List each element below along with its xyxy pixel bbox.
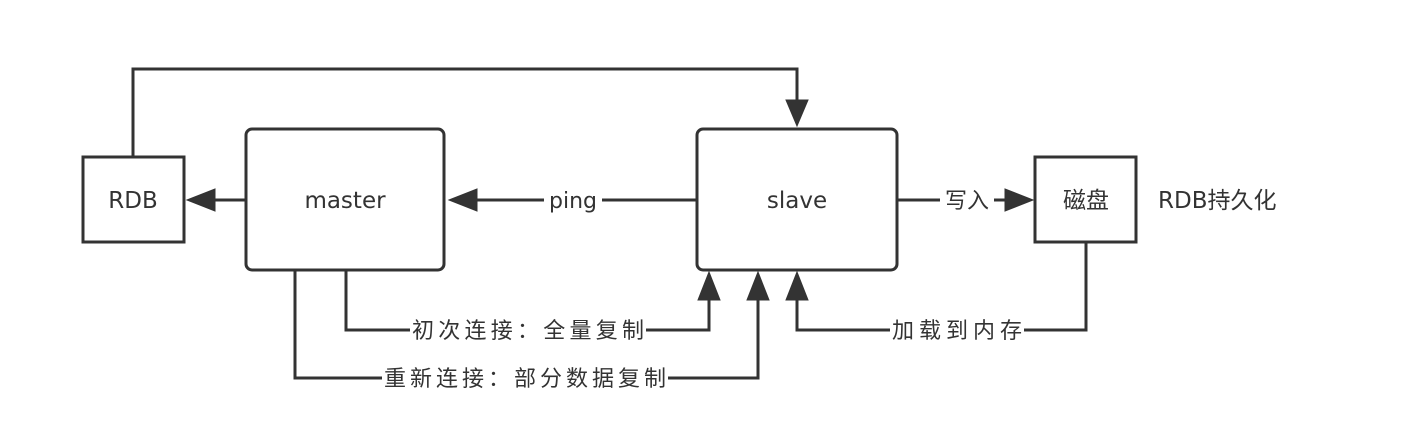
arrowhead-disk	[1004, 188, 1035, 212]
arrowhead-initial-sync	[697, 270, 721, 301]
node-slave-label: slave	[767, 188, 827, 214]
arrowhead-master	[447, 188, 478, 212]
initial-sync-label-bg	[410, 316, 646, 344]
node-master: master	[244, 127, 446, 272]
arrowhead-reconnect-sync	[746, 270, 770, 301]
load-memory-label-bg	[890, 316, 1024, 344]
reconnect-sync-label-bg	[382, 364, 668, 392]
node-disk: 磁盘	[1033, 155, 1138, 244]
ping-label-bg	[544, 186, 602, 214]
edge-rdb-to-slave	[131, 67, 799, 157]
node-disk-label: 磁盘	[1063, 188, 1109, 214]
rdb-persist-annotation: RDB持久化	[1158, 188, 1276, 214]
load-memory-label: 加载到内存	[892, 319, 1022, 344]
node-master-label: master	[304, 188, 386, 214]
write-label-bg	[940, 186, 994, 214]
node-slave: slave	[695, 127, 899, 272]
write-label: 写入	[945, 189, 989, 214]
reconnect-sync-label: 重新连接：部分数据复制	[384, 367, 666, 392]
ping-label: ping	[549, 189, 597, 214]
initial-sync-label: 初次连接：全量复制	[412, 319, 644, 344]
node-rdb-label: RDB	[108, 188, 157, 214]
arrowhead-rdb	[185, 188, 216, 212]
node-rdb: RDB	[81, 155, 186, 244]
arrowhead-slave-top	[785, 99, 809, 128]
arrowhead-load-memory	[785, 270, 809, 301]
